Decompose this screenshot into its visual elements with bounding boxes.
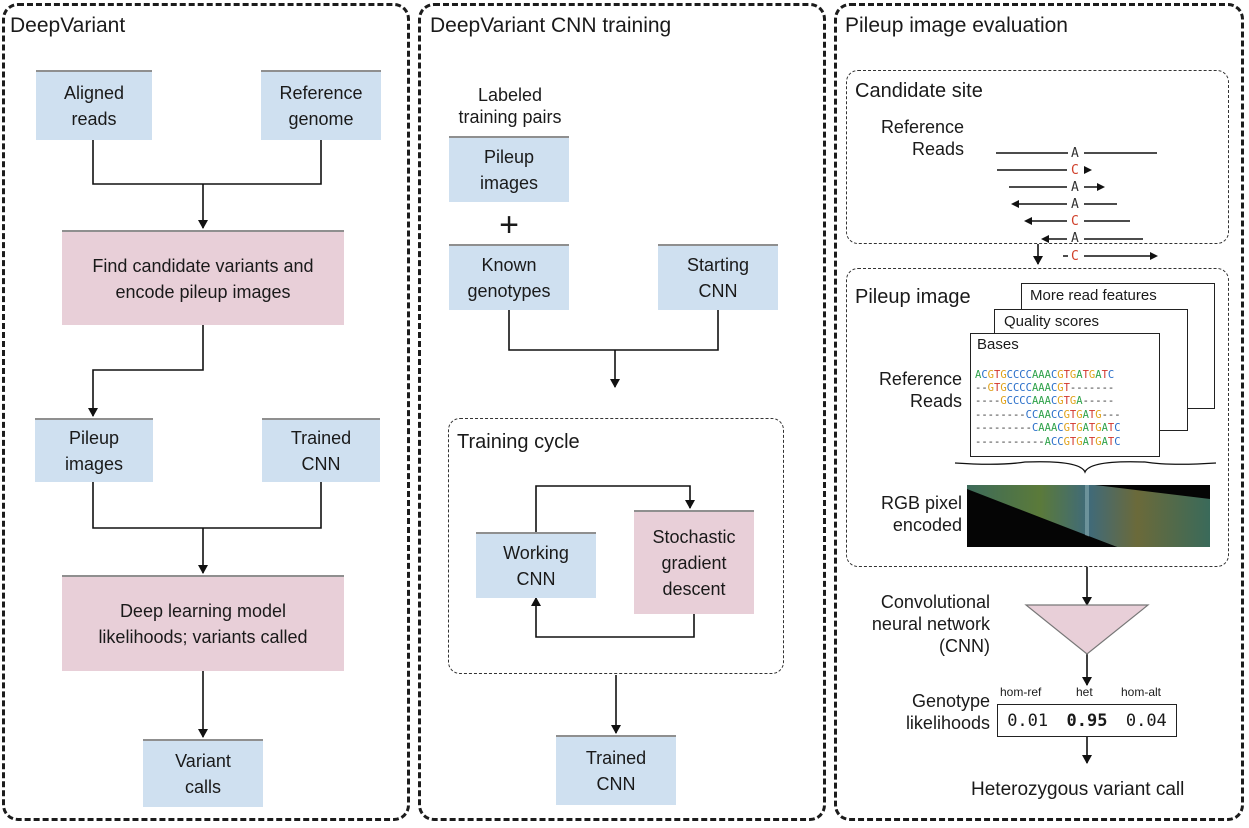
sequence-row: ACGTGCCCCAAACGTGATGATC (975, 369, 1115, 381)
read-base: C (1071, 214, 1079, 229)
candidate-reference-reads-label: Reference Reads (880, 117, 964, 159)
pileup-reference-reads-label: Reference Reads (878, 369, 962, 411)
find-candidates-box: Find candidate variants and encode pileu… (62, 230, 344, 325)
more-features-label: More read features (1030, 287, 1157, 304)
sgd-box: Stochastic gradient descent (634, 510, 754, 614)
gl-value-hom-alt: 0.04 (1125, 710, 1167, 731)
sequence-row: --------CCAACCGTGATG--- (975, 409, 1121, 421)
bases-label: Bases (977, 336, 1019, 353)
known-genotypes-box: Known genotypes (449, 244, 569, 310)
variant-calls-box: Variant calls (143, 739, 263, 807)
heterozygous-call-label: Heterozygous variant call (971, 779, 1185, 800)
training-cycle-title: Training cycle (457, 431, 580, 453)
trained-cnn-box: Trained CNN (262, 418, 380, 482)
pileup-image-panel (846, 268, 1229, 567)
starting-cnn-box: Starting CNN (658, 244, 778, 310)
panel-title-deepvariant: DeepVariant (10, 14, 126, 37)
gl-header-hom-alt: hom-alt (1121, 685, 1162, 699)
read-base: A (1071, 231, 1079, 246)
cnn-triangle (1024, 604, 1150, 655)
gl-value-het: 0.95 (1066, 710, 1108, 731)
genotype-likelihoods-box: 0.01 0.95 0.04 (997, 704, 1177, 737)
cnn-label: Convolutional neural network (CNN) (871, 592, 990, 656)
panel-deepvariant (2, 3, 410, 821)
panel-title-evaluation: Pileup image evaluation (845, 14, 1068, 37)
rgb-label: RGB pixel encoded (880, 493, 962, 535)
training-cycle-panel (448, 418, 784, 674)
read-base: C (1071, 249, 1079, 264)
sequence-row: --GTGCCCCAAACGT------- (975, 382, 1115, 394)
genotype-likelihoods-label: Genotype likelihoods (905, 691, 990, 733)
gl-header-hom-ref: hom-ref (1000, 685, 1042, 699)
sequence-row: -----------ACCGTGATGATC (975, 436, 1121, 448)
sequence-row: ----GCCCCAAACGTGA----- (975, 395, 1115, 407)
rgb-pixel-image (967, 485, 1210, 547)
bases-card (970, 333, 1160, 457)
gl-header-het: het (1076, 685, 1093, 699)
sequence-row: ---------CAAACGTGATGATC (975, 422, 1121, 434)
read-base: A (1071, 180, 1079, 195)
read-base: A (1071, 197, 1079, 212)
labeled-pairs-label: Labeled training pairs (458, 85, 562, 127)
candidate-site-panel (846, 70, 1229, 244)
panel-title-training: DeepVariant CNN training (430, 14, 672, 37)
aligned-reads-box: Aligned reads (36, 70, 152, 140)
quality-scores-label: Quality scores (1004, 313, 1100, 330)
read-base: C (1071, 163, 1079, 178)
pileup-images-box: Pileup images (35, 418, 153, 482)
pileup-image-title: Pileup image (855, 286, 971, 308)
plus-sign: + (499, 206, 519, 244)
working-cnn-box: Working CNN (476, 532, 596, 598)
deep-learning-box: Deep learning model likelihoods; variant… (62, 575, 344, 671)
reference-genome-box: Reference genome (261, 70, 381, 140)
candidate-site-title: Candidate site (855, 80, 983, 102)
gl-value-hom-ref: 0.01 (1007, 710, 1049, 731)
training-pileup-images-box: Pileup images (449, 136, 569, 202)
panel-cnn-training (418, 3, 826, 821)
reference-base: A (1071, 146, 1079, 161)
panel-pileup-evaluation (834, 3, 1244, 821)
training-trained-cnn-box: Trained CNN (556, 735, 676, 805)
